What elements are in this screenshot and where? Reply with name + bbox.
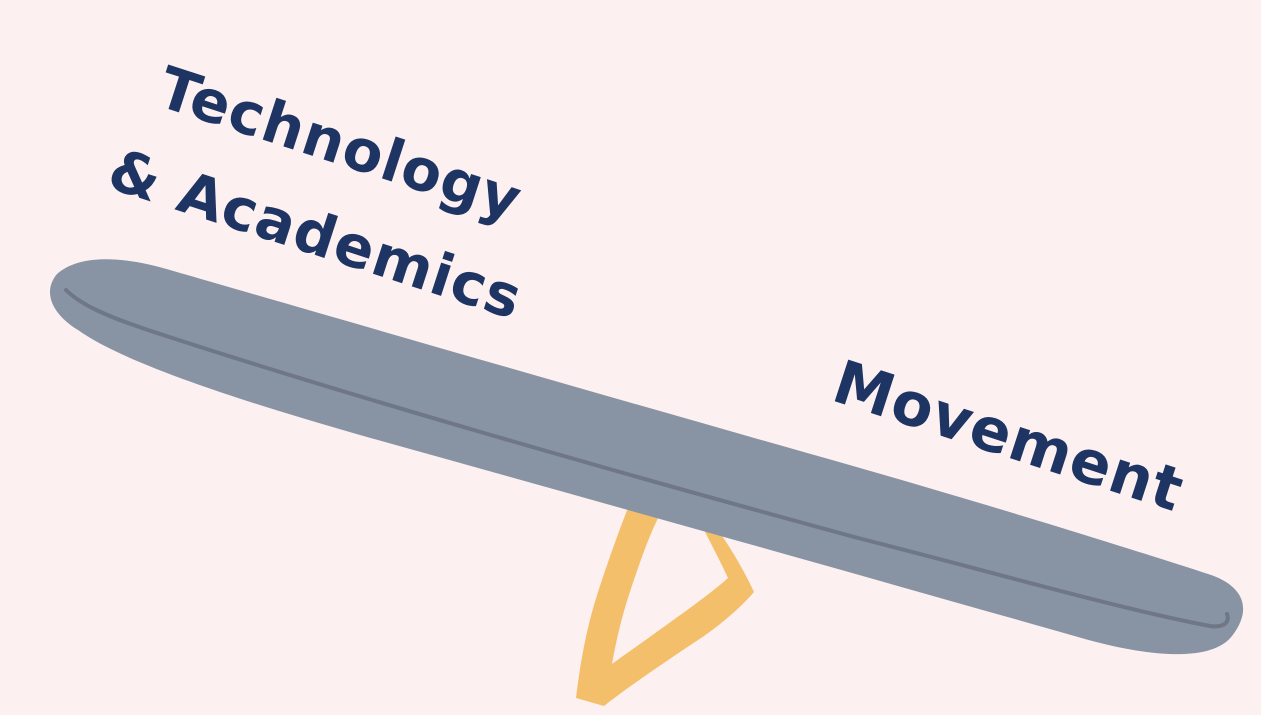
seesaw-beam <box>49 259 1244 655</box>
seesaw-beam-line <box>64 288 1230 629</box>
seesaw-fulcrum <box>576 500 754 706</box>
